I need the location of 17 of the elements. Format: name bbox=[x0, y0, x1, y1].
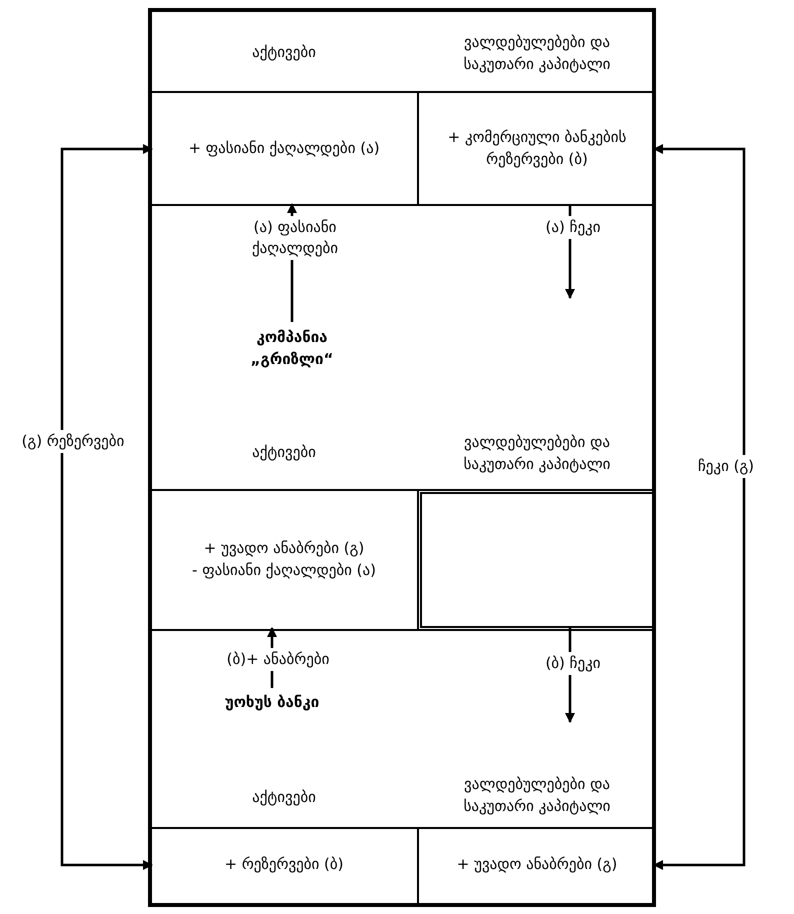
column-header: ვალდებულებები და საკუთარი კაპიტალი bbox=[420, 420, 654, 488]
column-header: აქტივები bbox=[152, 420, 416, 486]
column-header: აქტივები bbox=[152, 18, 416, 88]
entry-text: + უვადო ანაბრები (გ) bbox=[204, 538, 364, 560]
column-header: ვალდებულებები და საკუთარი კაპიტალი bbox=[420, 18, 654, 90]
account-entry: + უვადო ანაბრები (გ) bbox=[420, 830, 654, 900]
account-entry: + ფასიანი ქაღალდები (ა) bbox=[152, 94, 416, 204]
account-title: უოხუს ბანკი bbox=[190, 688, 354, 718]
empty-cell bbox=[420, 492, 654, 628]
column-header: ვალდებულებები და საკუთარი კაპიტალი bbox=[420, 766, 654, 826]
account-title: კომპანია „გრიზლი“ bbox=[210, 322, 374, 376]
arrow bbox=[653, 144, 746, 870]
column-header: აქტივები bbox=[152, 770, 416, 826]
entry-text: - ფასიანი ქაღალდები (ა) bbox=[192, 560, 376, 581]
account-entry: + რეზერვები (ბ) bbox=[152, 830, 416, 900]
account-entry: + კომერციული ბანკების რეზერვები (ბ) bbox=[420, 94, 654, 204]
arrow bbox=[60, 144, 153, 870]
